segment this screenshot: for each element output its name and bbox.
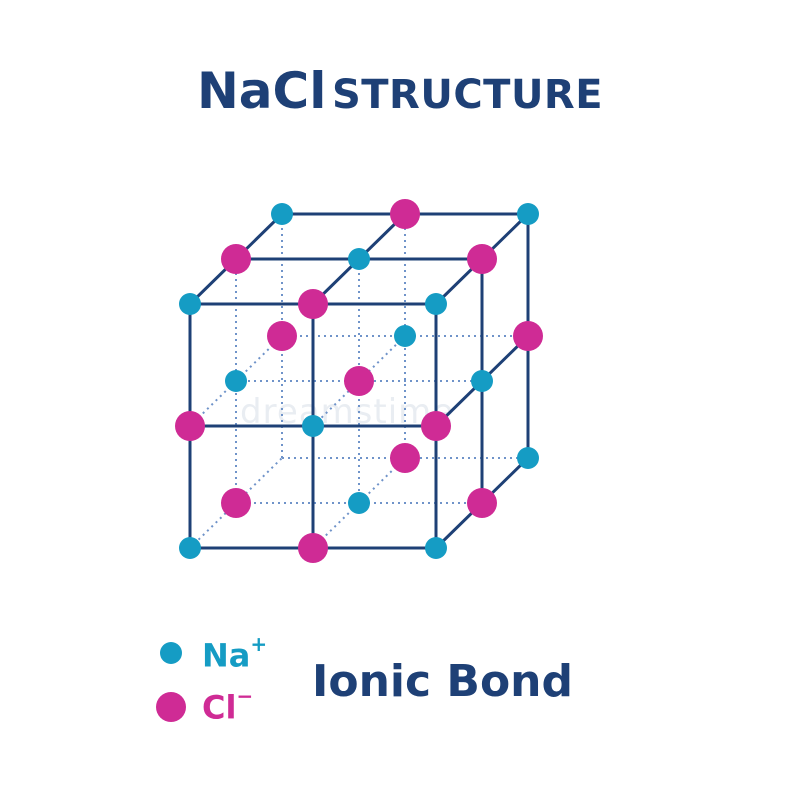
sodium-ion bbox=[302, 415, 324, 437]
sodium-legend-label: Na+ bbox=[202, 634, 267, 675]
sodium-ion bbox=[271, 203, 293, 225]
chloride-ion bbox=[390, 443, 420, 473]
sodium-ion bbox=[179, 537, 201, 559]
chloride-legend-label: Cl− bbox=[202, 686, 253, 727]
sodium-ion bbox=[471, 370, 493, 392]
sodium-ion bbox=[394, 325, 416, 347]
chloride-symbol: Cl bbox=[202, 688, 237, 727]
sodium-ion bbox=[179, 293, 201, 315]
chloride-ion bbox=[267, 321, 297, 351]
sodium-ion bbox=[517, 447, 539, 469]
atoms bbox=[175, 199, 543, 563]
sodium-ion bbox=[225, 370, 247, 392]
chloride-ion bbox=[175, 411, 205, 441]
chloride-ion bbox=[221, 488, 251, 518]
sodium-charge: + bbox=[250, 632, 268, 656]
chloride-ion bbox=[298, 533, 328, 563]
sodium-ion bbox=[348, 248, 370, 270]
chloride-ion bbox=[513, 321, 543, 351]
sodium-legend-dot bbox=[160, 642, 182, 664]
sodium-ion bbox=[517, 203, 539, 225]
chloride-legend-dot bbox=[156, 692, 186, 722]
chloride-ion bbox=[390, 199, 420, 229]
title-formula: NaCl bbox=[196, 62, 327, 120]
chloride-ion bbox=[421, 411, 451, 441]
chloride-ion bbox=[467, 244, 497, 274]
sodium-ion bbox=[425, 293, 447, 315]
ionic-bond-label: Ionic Bond bbox=[312, 656, 573, 707]
chloride-charge: − bbox=[236, 684, 254, 708]
chloride-ion bbox=[221, 244, 251, 274]
title-word: STRUCTURE bbox=[331, 72, 604, 118]
page-title: NaCl STRUCTURE bbox=[0, 66, 800, 116]
sodium-symbol: Na bbox=[202, 636, 251, 675]
sodium-ion bbox=[425, 537, 447, 559]
chloride-ion bbox=[344, 366, 374, 396]
chloride-ion bbox=[467, 488, 497, 518]
sodium-ion bbox=[348, 492, 370, 514]
chloride-ion bbox=[298, 289, 328, 319]
